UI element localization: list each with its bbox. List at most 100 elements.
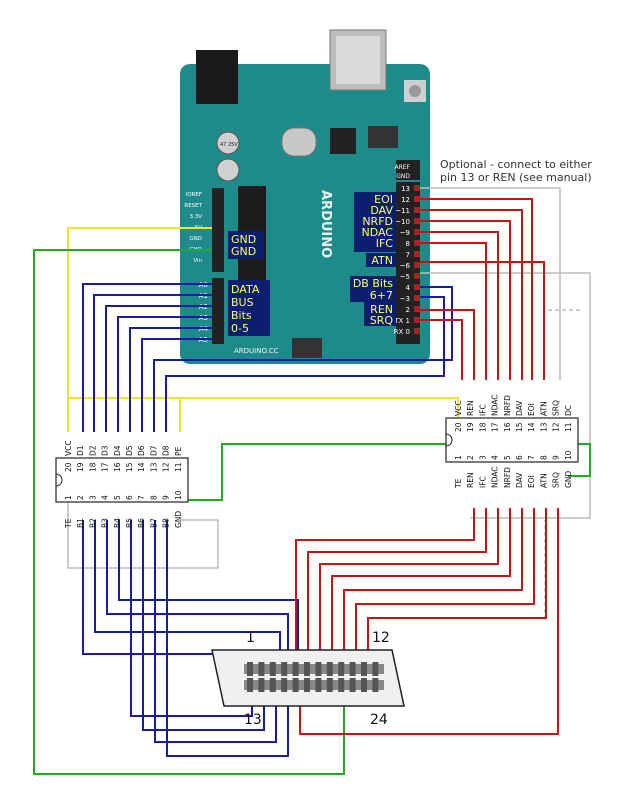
digital-pin (414, 295, 420, 301)
svg-text:DAV: DAV (370, 204, 393, 217)
chip-pin-number: 13 (539, 422, 548, 432)
connector-pin (315, 662, 322, 676)
chip-pin-label: NDAC (491, 467, 500, 489)
analog-header (212, 278, 224, 344)
connector-pin (315, 678, 322, 692)
power-header (212, 188, 224, 272)
chip-pin-number: 5 (503, 455, 512, 460)
svg-text:GND: GND (231, 245, 256, 258)
chip-pin-label: B3 (101, 518, 110, 528)
svg-text:EOI: EOI (374, 193, 393, 206)
power-pin-label: Vin (193, 258, 202, 264)
connector-pin-13-label: 13 (244, 712, 262, 728)
chip-pin-number: 4 (101, 495, 110, 500)
label-data-bus-box: DATA BUS Bits 0-5 (228, 280, 270, 336)
digital-pin-label: 13 (401, 185, 410, 193)
label-db-bits-box: DB Bits 6+7 (350, 276, 396, 302)
connector-pin (338, 662, 345, 676)
connector-pin (258, 662, 265, 676)
chip-pin-label: TE (454, 478, 463, 489)
power-pin-label: 3.3V (189, 214, 202, 220)
digital-pin-label: 4 (406, 284, 411, 292)
chip-pin-number: 1 (454, 455, 463, 460)
label-gnd-box: GND GND (228, 231, 264, 259)
digital-pin-label: ~6 (400, 262, 411, 270)
chip-pin-number: 16 (113, 462, 122, 472)
chip-pin-number: 11 (174, 462, 183, 472)
chip-pin-number: 18 (478, 422, 487, 432)
chip-pin-number: 14 (527, 422, 536, 432)
chip-pin-number: 16 (503, 422, 512, 432)
chip-pin-label: REN (466, 400, 475, 416)
chip-pin-label: NRFD (503, 395, 512, 416)
svg-text:Optional - connect to either: Optional - connect to either (440, 158, 592, 171)
capacitor (216, 131, 240, 155)
digital-pin-label: 7 (406, 251, 410, 259)
chip-pin-number: 3 (88, 495, 97, 500)
svg-text:0-5: 0-5 (231, 322, 249, 335)
capacitor (216, 158, 240, 182)
digital-pin (414, 328, 420, 334)
chip-pin-label: IFC (478, 404, 487, 416)
signal-wires (295, 198, 559, 735)
svg-text:47 25V: 47 25V (220, 142, 238, 148)
digital-pin (414, 229, 420, 235)
connector-pin (349, 678, 356, 692)
chip-pin-number: 19 (76, 462, 85, 472)
chip-pin-number: 15 (125, 462, 134, 472)
svg-text:IFC: IFC (376, 237, 394, 250)
chip-pin-label: IFC (478, 476, 487, 488)
chip-pin-number: 15 (515, 422, 524, 432)
chip-pin-number: 1 (64, 495, 73, 500)
chip-pin-number: 2 (76, 495, 85, 500)
connector-pin (258, 678, 265, 692)
label-ren-srq-box: REN SRQ (364, 302, 396, 327)
svg-text:SRQ: SRQ (370, 314, 394, 327)
chip-pin-label: D7 (149, 445, 158, 456)
data-wires (82, 283, 453, 757)
top-header-label: GND (396, 173, 410, 180)
connector-pin (338, 678, 345, 692)
chip-pin-label: D4 (113, 445, 122, 456)
chip-pin-number: 12 (162, 462, 171, 472)
digital-pin (414, 317, 420, 323)
svg-text:GND: GND (231, 233, 256, 246)
digital-pin-label: ~10 (395, 218, 410, 226)
svg-text:DB Bits: DB Bits (353, 277, 393, 290)
chip-pin-number: 6 (125, 495, 134, 500)
chip-pin-number: 9 (162, 495, 171, 500)
chip-pin-label: GND (174, 511, 183, 528)
chip-pin-number: 13 (149, 462, 158, 472)
vcc-wires (67, 227, 459, 432)
chip-pin-label: ATN (539, 401, 548, 416)
connector-pin (349, 662, 356, 676)
connector-pin (372, 662, 379, 676)
chip-pin-label: DC (564, 405, 573, 416)
digital-pin (414, 240, 420, 246)
chip-pin-number: 19 (466, 422, 475, 432)
arduino-website: ARDUINO.CC (234, 347, 279, 355)
chip-pin-label: B7 (149, 518, 158, 528)
ieee488-connector: 1 12 13 24 (211, 630, 405, 728)
digital-pin (414, 251, 420, 257)
crystal (281, 127, 317, 157)
digital-pin-label: TX 1 (393, 317, 410, 325)
connector-pin (304, 662, 310, 676)
digital-pin-label: RX 0 (394, 328, 410, 336)
chip-pin-label: VCC (454, 400, 463, 416)
chip-pin-number: 3 (478, 455, 487, 460)
power-pin-label: GND (189, 236, 202, 242)
chip-pin-label: SRQ (552, 400, 561, 416)
connector-pin (304, 678, 310, 692)
svg-text:NRFD: NRFD (362, 215, 393, 228)
power-jack (196, 50, 238, 104)
svg-text:pin 13 or REN (see manual): pin 13 or REN (see manual) (440, 171, 592, 184)
label-atn-box: ATN (366, 253, 396, 267)
chip-pin-label: VCC (64, 440, 73, 456)
digital-pin-label: ~9 (400, 229, 410, 237)
digital-pin (414, 262, 420, 268)
chip-pin-number: 12 (552, 422, 561, 432)
svg-text:Bits: Bits (231, 309, 252, 322)
